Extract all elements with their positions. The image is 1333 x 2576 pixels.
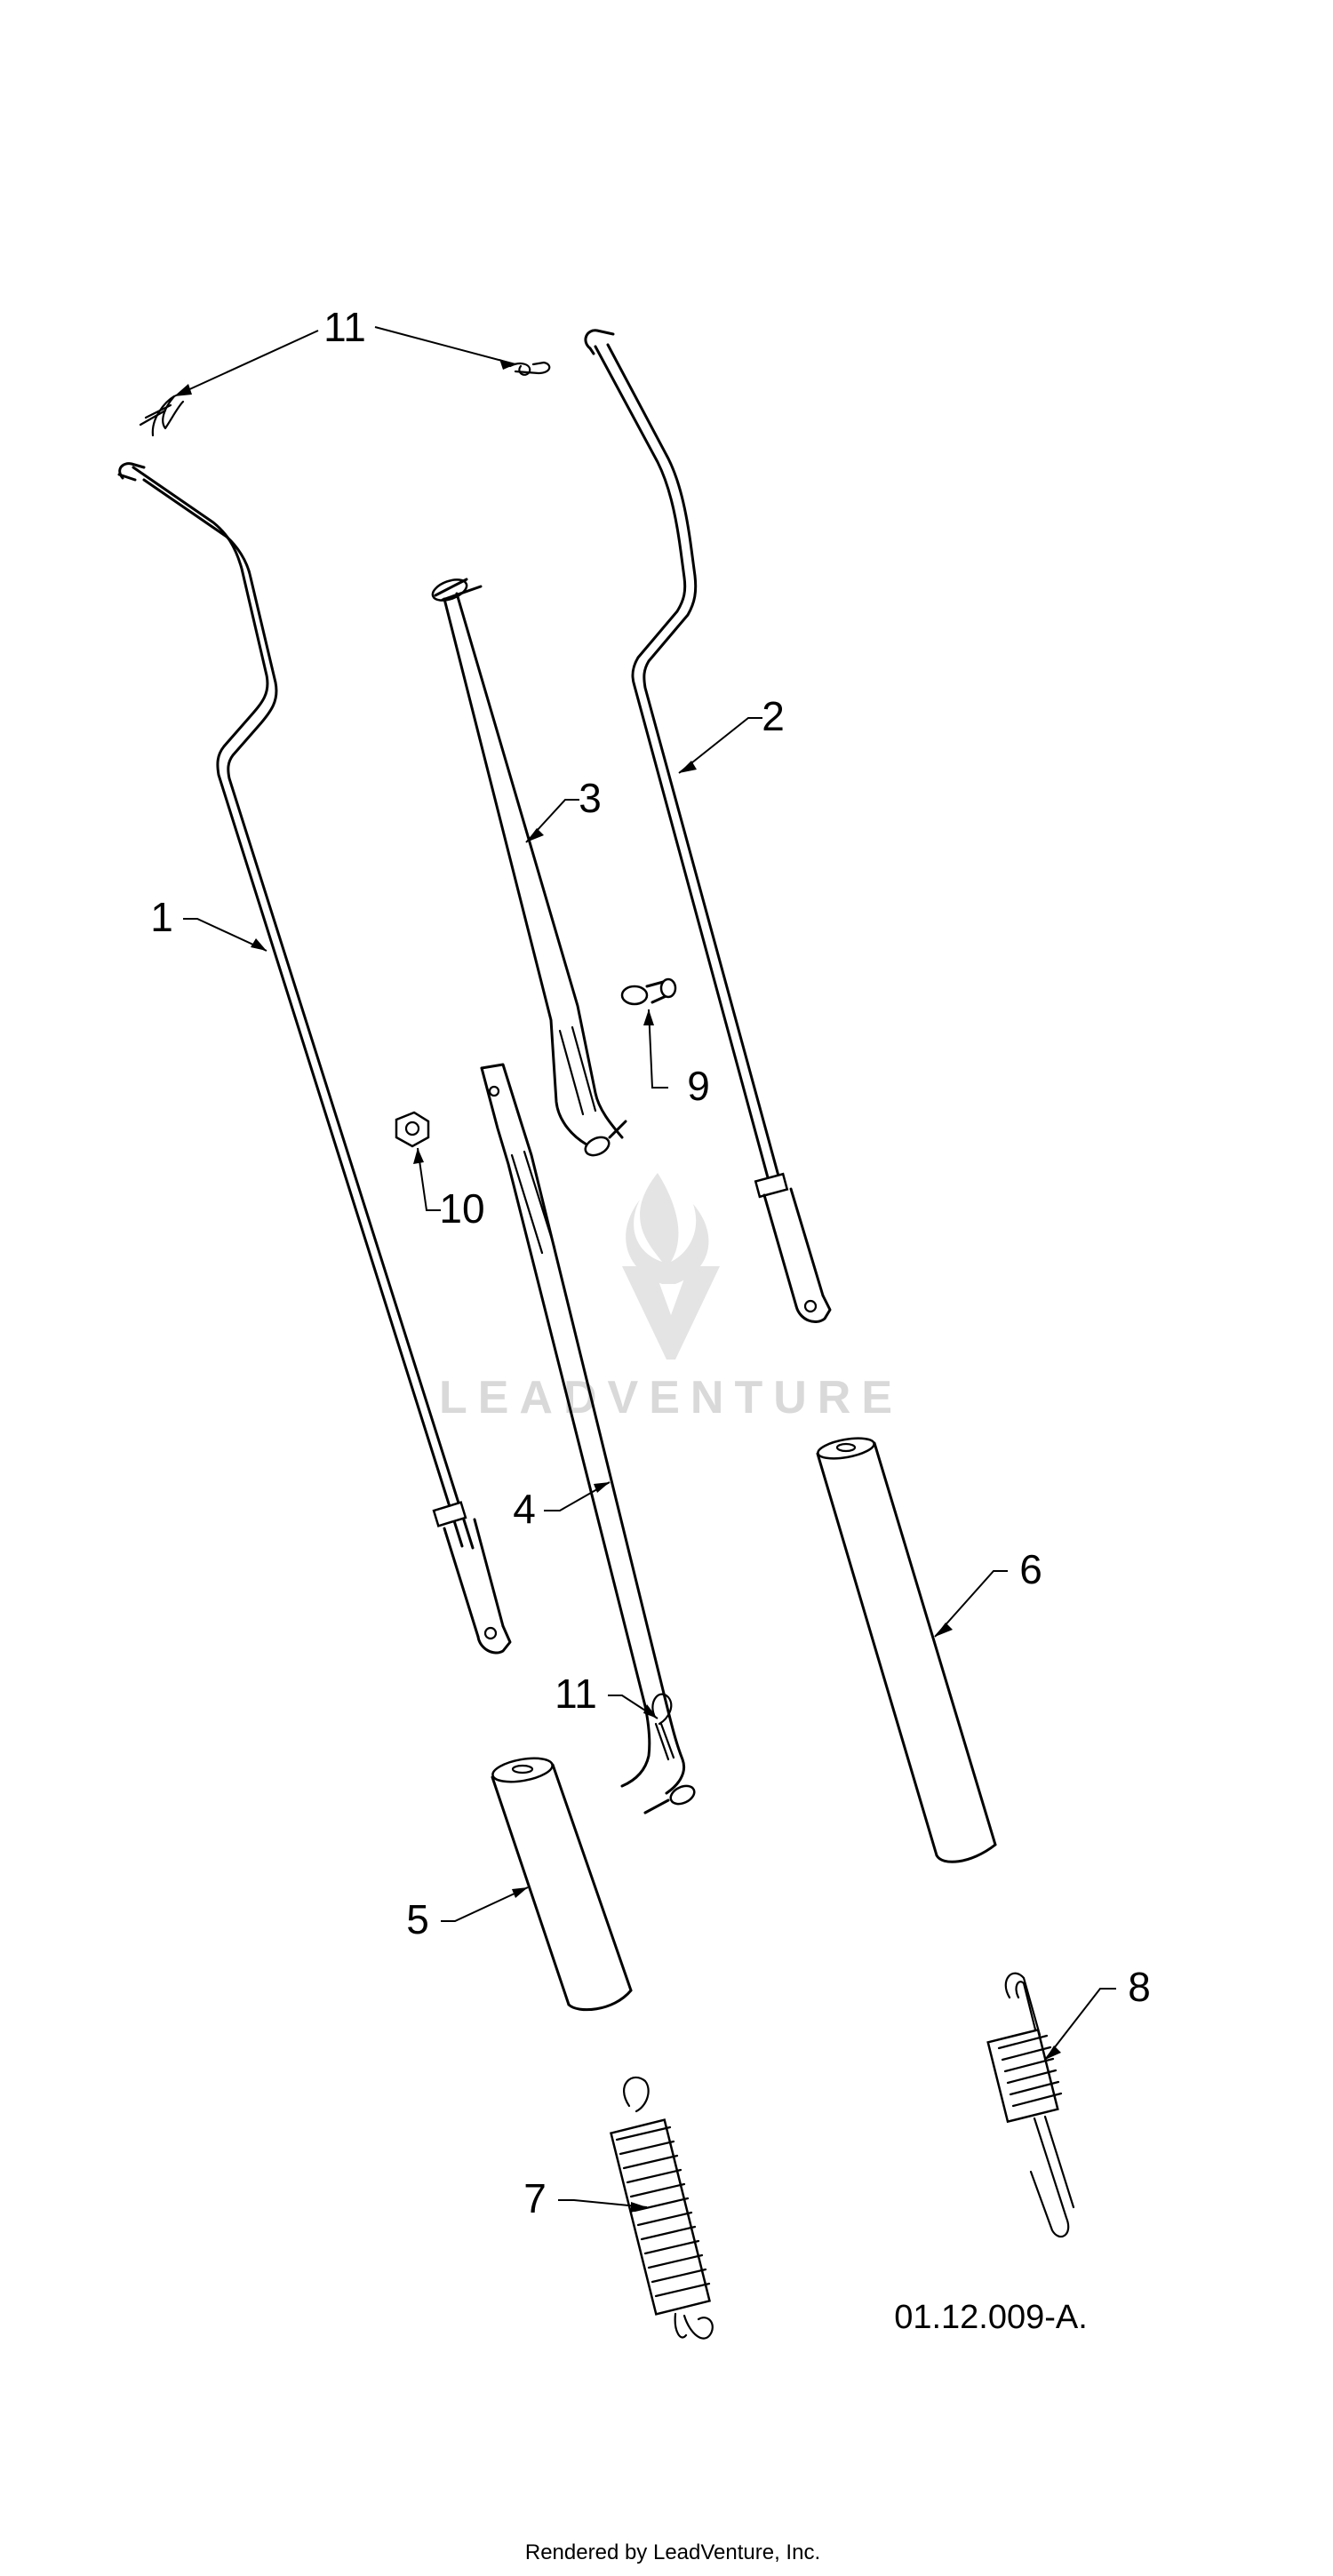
part-2-rod (584, 329, 832, 1323)
callout-6: 6 (1019, 1546, 1042, 1592)
part-1-rod (117, 462, 512, 1655)
callout-7: 7 (523, 2175, 547, 2221)
callout-1: 1 (150, 894, 173, 940)
watermark-logo (622, 1173, 720, 1360)
drawing-code: 01.12.009-A. (894, 2299, 1088, 2336)
watermark-text: LEADVENTURE (439, 1372, 903, 1424)
part-3-rod (431, 578, 627, 1157)
part-11-hairpin-clip-right (508, 361, 551, 376)
callout-11-bottom: 11 (555, 1671, 597, 1717)
callout-3: 3 (579, 775, 602, 821)
callout-4: 4 (513, 1486, 536, 1532)
part-11-hairpin-clip-left (139, 395, 185, 437)
callout-8: 8 (1128, 1964, 1151, 2010)
callout-9: 9 (687, 1063, 710, 1109)
callout-11-top: 11 (323, 304, 366, 350)
part-7-extension-spring (610, 2076, 714, 2340)
part-8-extension-spring (986, 1972, 1075, 2238)
part-6-sleeve (816, 1437, 997, 1863)
callout-5: 5 (406, 1896, 429, 1942)
part-10-hex-nut (395, 1111, 430, 1148)
part-11-hairpin-clip-bottom (651, 1693, 675, 1761)
part-9-clevis-pin (620, 977, 677, 1006)
callout-2: 2 (762, 693, 785, 739)
render-footer: Rendered by LeadVenture, Inc. (525, 2540, 820, 2564)
callout-10: 10 (439, 1185, 484, 1232)
leader-lines (173, 326, 1116, 2213)
part-4-rod (480, 1063, 696, 1814)
part-5-sleeve (491, 1757, 633, 2012)
